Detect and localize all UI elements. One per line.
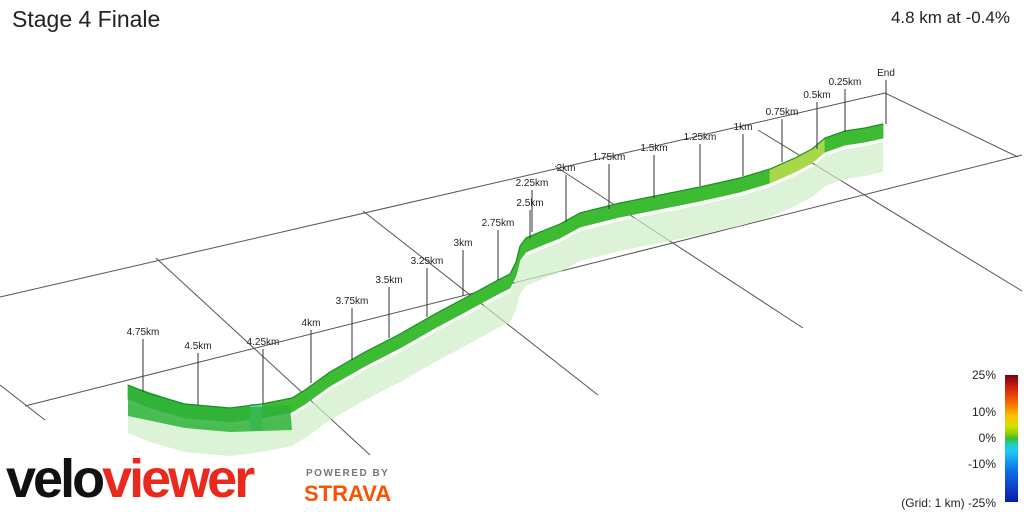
distance-marker-label: 4.25km <box>247 337 280 348</box>
distance-marker-label: 2.25km <box>516 178 549 189</box>
legend-tick-minus-25: -25% <box>967 496 996 510</box>
route-segment <box>539 223 561 247</box>
logo-velo-text: velo <box>6 449 105 509</box>
route-ribbon <box>127 123 884 456</box>
distance-marker-label: 4km <box>302 318 321 329</box>
distance-marker-label: 2.5km <box>516 198 543 209</box>
logo-viewer-text: viewer <box>102 449 255 509</box>
distance-marker-label: 0.5km <box>803 90 830 101</box>
distance-marker-label: 3km <box>454 238 473 249</box>
distance-marker-label: 1.75km <box>593 152 626 163</box>
legend-tick-0: 0% <box>978 431 996 445</box>
route-reflection <box>128 142 883 456</box>
distance-marker-label: 0.75km <box>766 107 799 118</box>
distance-marker-label: 2km <box>557 163 576 174</box>
distance-marker-label: 4.75km <box>127 327 160 338</box>
distance-marker-label: 2.75km <box>482 218 515 229</box>
legend-tick-10: 10% <box>971 405 996 419</box>
veloviewer-logo: veloviewer <box>6 449 255 509</box>
distance-marker-label: 0.25km <box>829 77 862 88</box>
distance-marker-label: 1km <box>734 122 753 133</box>
gradient-legend: 25% 10% 0% -10% <box>924 368 1024 512</box>
gradient-color-scale <box>1005 375 1018 502</box>
route-summary: 4.8 km at -0.4% <box>890 8 1010 27</box>
distance-marker-label: 3.25km <box>411 256 444 267</box>
page-title: Stage 4 Finale <box>12 6 161 32</box>
route-segment <box>619 194 661 218</box>
grid-size-label: (Grid: 1 km) <box>901 496 965 510</box>
strava-logo: STRAVA <box>304 481 392 506</box>
distance-marker-label: 3.75km <box>336 296 369 307</box>
legend-tick-minus-10: -10% <box>967 457 996 471</box>
distance-marker-label: 1.5km <box>640 143 667 154</box>
powered-by-label: POWERED BY <box>306 468 390 479</box>
route-segment <box>864 123 884 143</box>
distance-marker-label: 3.5km <box>375 275 402 286</box>
legend-tick-25: 25% <box>971 368 996 382</box>
distance-markers: 4.75km 4.5km 4.25km 4km 3.75km 3.5km 3.25km 3km… <box>127 68 895 405</box>
route-segment <box>659 186 701 210</box>
distance-marker-label: End <box>877 68 895 79</box>
route-start-face <box>128 385 292 432</box>
distance-marker-label: 4.5km <box>184 341 211 352</box>
distance-marker-label: 1.25km <box>684 132 717 143</box>
route-top-edge <box>127 123 884 409</box>
grid-note: (Grid: 1 km) -25% <box>901 496 996 510</box>
